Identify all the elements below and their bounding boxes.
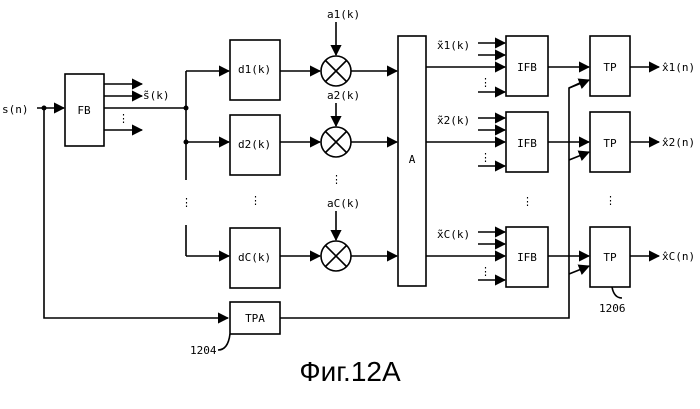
mult-ellipsis: ⋮ <box>331 173 342 186</box>
figure-caption: Фиг.12A <box>0 356 700 388</box>
multiplier-1 <box>321 56 351 86</box>
output-label-c: x̂C(n) <box>662 250 695 263</box>
gain-label-1: a1(k) <box>327 8 360 21</box>
input-label: s(n) <box>2 103 29 116</box>
output-label-2: x̂2(n) <box>662 136 695 149</box>
delay-label-c: dC(k) <box>238 251 271 264</box>
tpa-to-tp-1 <box>569 80 589 88</box>
mixer-label-a: A <box>409 153 416 166</box>
output-label-1: x̂1(n) <box>662 61 695 74</box>
bus-ellipsis: ⋮ <box>181 196 192 209</box>
delay-label-2: d2(k) <box>238 138 271 151</box>
tp-ellipsis: ⋮ <box>605 194 616 207</box>
tpa-to-tp-c <box>569 266 589 274</box>
ifb2-ellipsis: ⋮ <box>480 151 491 164</box>
tp-label-1: TP <box>603 61 617 74</box>
ref-leader-tpa <box>218 334 230 350</box>
mixed-label-1: x̃1(k) <box>437 39 470 52</box>
mixed-label-2: x̃2(k) <box>437 114 470 127</box>
ifb-ellipsis: ⋮ <box>522 195 533 208</box>
fb-label: FB <box>77 104 91 117</box>
tpa-label: TPA <box>245 312 265 325</box>
tpa-to-tp-2 <box>569 152 589 160</box>
gain-label-2: a2(k) <box>327 89 360 102</box>
ref-leader-tp <box>612 287 622 298</box>
ifbc-ellipsis: ⋮ <box>480 265 491 278</box>
delay-label-1: d1(k) <box>238 63 271 76</box>
tp-label-2: TP <box>603 137 617 150</box>
ref-tp: 1206 <box>599 302 626 315</box>
mixed-label-c: x̃C(k) <box>437 228 470 241</box>
subband-label: s̃(k) <box>143 89 170 102</box>
fb-out-ellipsis: ⋮ <box>118 112 129 125</box>
delay-ellipsis: ⋮ <box>250 194 261 207</box>
ifb1-ellipsis: ⋮ <box>480 76 491 89</box>
multiplier-c <box>321 241 351 271</box>
ifb-label-c: IFB <box>517 251 537 264</box>
ifb-label-1: IFB <box>517 61 537 74</box>
multiplier-2 <box>321 127 351 157</box>
ifb-label-2: IFB <box>517 137 537 150</box>
gain-label-c: aC(k) <box>327 197 360 210</box>
tp-label-c: TP <box>603 251 617 264</box>
